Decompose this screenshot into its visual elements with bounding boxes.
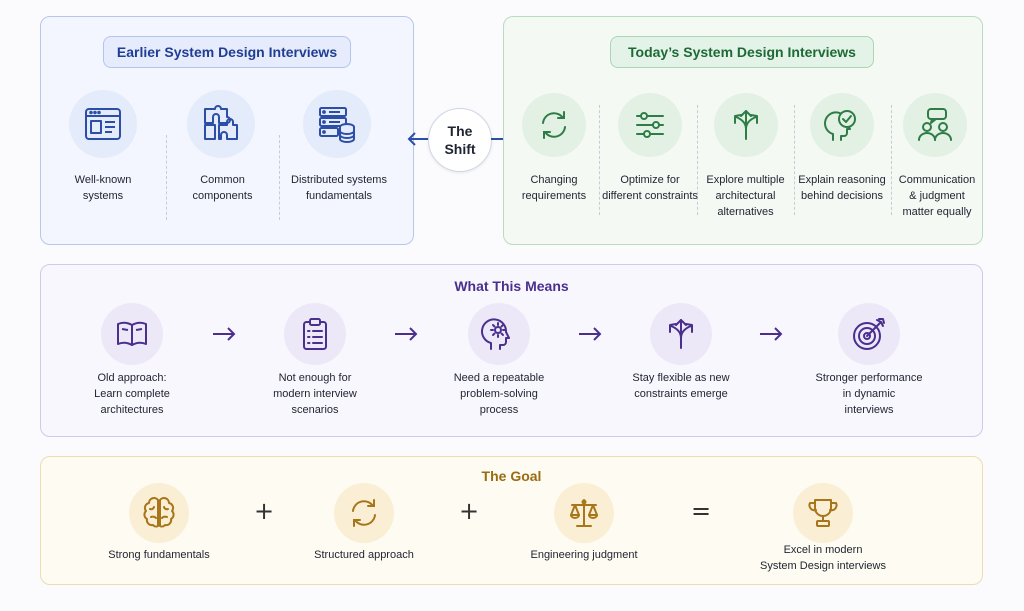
- flow-arrow: [760, 327, 783, 341]
- brain-icon: [129, 483, 189, 543]
- branching-arrows-icon: [714, 93, 778, 157]
- equals-operator: =: [691, 497, 712, 525]
- divider: [794, 105, 795, 215]
- divider: [891, 105, 892, 215]
- server-database-icon: [303, 90, 371, 158]
- scales-icon: [554, 483, 614, 543]
- flow-arrow: [395, 327, 418, 341]
- today-title: Today’s System Design Interviews: [610, 36, 874, 68]
- today-interviews-panel: Today’s System Design Interviews Changin…: [503, 16, 983, 245]
- head-gear-icon: [468, 303, 530, 365]
- means-title: What This Means: [454, 278, 569, 294]
- trophy-icon: [793, 483, 853, 543]
- what-this-means-panel: What This Means Old approach:Learn compl…: [40, 264, 983, 437]
- goal-panel: The Goal Strong fundamentals + Structure…: [40, 456, 983, 585]
- shift-badge: The Shift: [428, 108, 492, 172]
- divider: [166, 135, 167, 220]
- head-check-icon: [810, 93, 874, 157]
- refresh-icon: [334, 483, 394, 543]
- flow-arrow: [579, 327, 602, 341]
- browser-window-icon: [69, 90, 137, 158]
- plus-operator: +: [254, 497, 275, 525]
- earlier-title: Earlier System Design Interviews: [103, 36, 351, 68]
- earlier-interviews-panel: Earlier System Design Interviews Well-kn…: [40, 16, 414, 245]
- flow-arrow: [213, 327, 236, 341]
- divider: [697, 105, 698, 215]
- divider: [599, 105, 600, 215]
- sliders-icon: [618, 93, 682, 157]
- clipboard-list-icon: [284, 303, 346, 365]
- goal-item-label: Structured approach: [314, 549, 414, 561]
- shift-left-arrow: [407, 132, 428, 146]
- book-icon: [101, 303, 163, 365]
- plus-operator: +: [459, 497, 480, 525]
- goal-item-label: Strong fundamentals: [108, 549, 210, 561]
- branching-arrows-icon: [650, 303, 712, 365]
- target-icon: [838, 303, 900, 365]
- goal-title: The Goal: [481, 468, 542, 484]
- refresh-icon: [522, 93, 586, 157]
- goal-item-label: Engineering judgment: [530, 549, 638, 561]
- people-chat-icon: [903, 93, 967, 157]
- puzzle-icon: [187, 90, 255, 158]
- divider: [279, 135, 280, 220]
